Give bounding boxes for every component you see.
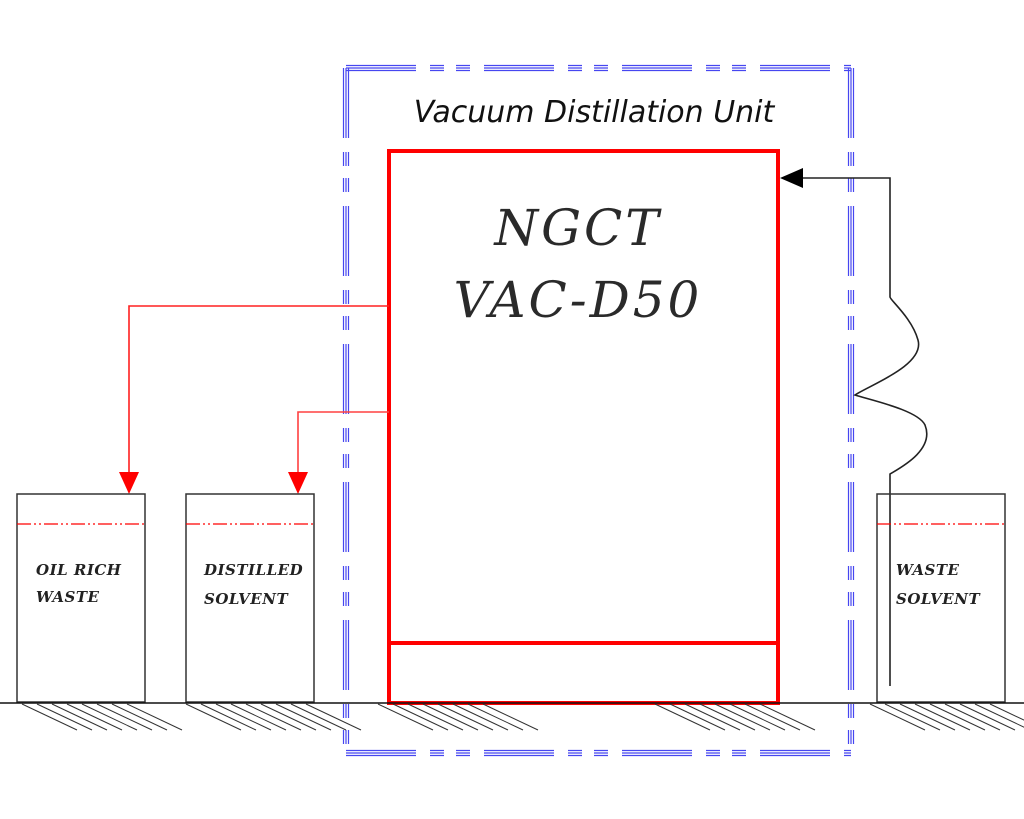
feed-hose bbox=[802, 177, 928, 686]
hatch-line bbox=[290, 703, 347, 731]
hatch-line bbox=[230, 703, 287, 731]
triangle-down-icon bbox=[119, 472, 139, 494]
hatch-line bbox=[96, 703, 153, 731]
hatch-line bbox=[467, 703, 524, 731]
model-line-2: VAC-D50 bbox=[454, 271, 703, 329]
hatch-line bbox=[275, 703, 332, 731]
hatch-line bbox=[929, 703, 986, 731]
hatch-line bbox=[245, 703, 302, 731]
ground bbox=[0, 702, 1024, 731]
hatch-line bbox=[36, 703, 93, 731]
hatch-line bbox=[452, 703, 509, 731]
hatch-line bbox=[377, 703, 434, 731]
hatch-line bbox=[482, 703, 539, 731]
tank-label-line-2: WASTE bbox=[36, 588, 100, 606]
pipe-to-distilled-solvent bbox=[297, 411, 389, 472]
tank-label-line-1: OIL RICH bbox=[36, 561, 122, 579]
hatch-line bbox=[684, 703, 741, 731]
triangle-down-icon bbox=[288, 472, 308, 494]
hatch-line bbox=[422, 703, 479, 731]
hatch-line bbox=[111, 703, 168, 731]
pipe-to-oil-rich-waste bbox=[128, 305, 389, 472]
tank-body bbox=[876, 493, 1006, 703]
distillation-machine: NGCT VAC-D50 bbox=[387, 149, 780, 705]
hatch-line bbox=[944, 703, 1001, 731]
tank-oil-rich-waste: OIL RICH WASTE bbox=[16, 493, 146, 703]
hatch-line bbox=[305, 703, 362, 731]
hatch-line bbox=[66, 703, 123, 731]
hatch-line bbox=[729, 703, 786, 731]
hatch-line bbox=[869, 703, 926, 731]
model-line-1: NGCT bbox=[493, 199, 662, 257]
hatch-line bbox=[407, 703, 464, 731]
hatch-line bbox=[989, 703, 1024, 721]
output-pipes bbox=[119, 305, 389, 494]
hatch-line bbox=[437, 703, 494, 731]
hatch-line bbox=[51, 703, 108, 731]
hatch-line bbox=[959, 703, 1016, 731]
tank-label-line-2: SOLVENT bbox=[896, 590, 981, 608]
hatch-line bbox=[215, 703, 272, 731]
feed-pipe bbox=[780, 168, 928, 686]
hatch-line bbox=[714, 703, 771, 731]
hatch-line bbox=[899, 703, 956, 731]
hatch-line bbox=[914, 703, 971, 731]
hatch-line bbox=[744, 703, 801, 731]
unit-boundary bbox=[342, 64, 855, 757]
tank-label-line-2: SOLVENT bbox=[204, 590, 289, 608]
ground-hatching bbox=[21, 703, 1024, 731]
hatch-line bbox=[884, 703, 941, 731]
tank-label-line-1: WASTE bbox=[896, 561, 960, 579]
tank-body bbox=[16, 493, 146, 703]
hatch-line bbox=[260, 703, 317, 731]
unit-title: Vacuum Distillation Unit bbox=[414, 95, 776, 130]
hatch-line bbox=[126, 703, 183, 731]
hatch-line bbox=[392, 703, 449, 731]
hatch-line bbox=[21, 703, 78, 731]
hatch-line bbox=[699, 703, 756, 731]
hatch-line bbox=[974, 703, 1024, 728]
hatch-line bbox=[185, 703, 242, 731]
hatch-line bbox=[759, 703, 816, 731]
hatch-line bbox=[200, 703, 257, 731]
hatch-line bbox=[654, 703, 711, 731]
tank-body bbox=[185, 493, 315, 703]
hatch-line bbox=[81, 703, 138, 731]
tank-label-line-1: DISTILLED bbox=[203, 561, 303, 579]
tank-waste-solvent: WASTE SOLVENT bbox=[876, 493, 1006, 703]
triangle-left-icon bbox=[780, 168, 803, 188]
tank-distilled-solvent: DISTILLED SOLVENT bbox=[185, 493, 315, 703]
hatch-line bbox=[669, 703, 726, 731]
